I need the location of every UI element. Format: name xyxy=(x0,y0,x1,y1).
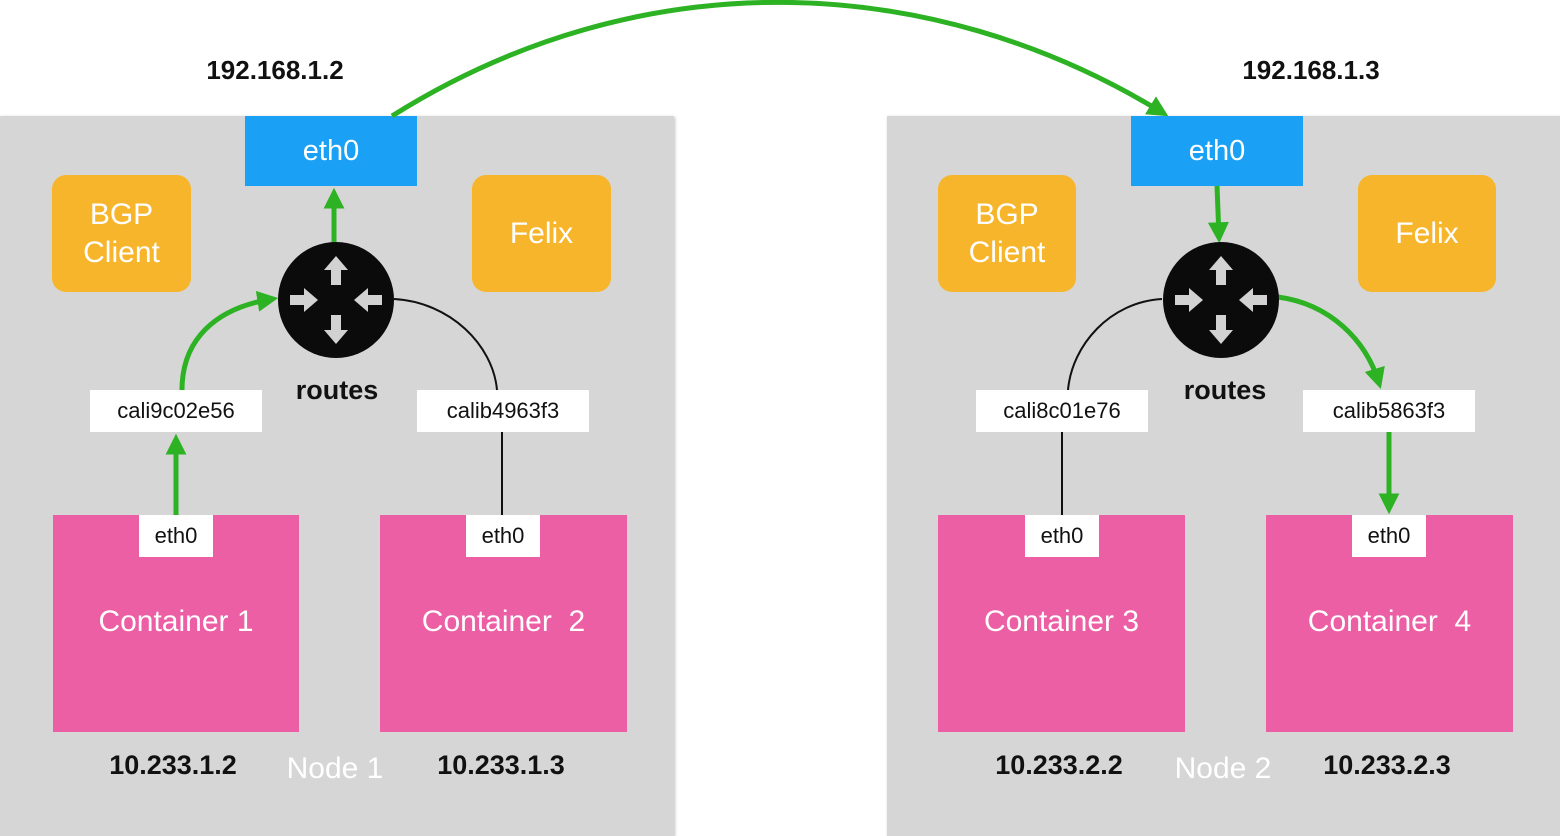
container-3-label: Container 3 xyxy=(983,605,1140,638)
container-2-label: Container 2 xyxy=(421,605,586,638)
node-1-veth-right: calib4963f3 xyxy=(417,390,589,432)
bgp-label-line2: Client xyxy=(83,235,160,269)
node-2-felix: Felix xyxy=(1358,175,1496,292)
node-2-veth-left: cali8c01e76 xyxy=(976,390,1148,432)
container-1-label: Container 1 xyxy=(98,605,254,638)
router-icon xyxy=(1163,242,1279,358)
node-1-router-to-veth-right-link xyxy=(393,298,498,391)
node-1-bgp-client: BGP Client xyxy=(52,175,191,292)
node-2-eth0: eth0 xyxy=(1131,116,1303,186)
node-2-router-to-veth-left-link xyxy=(1067,298,1163,391)
node-1-label: Node 1 xyxy=(286,752,384,785)
node-2-veth-right: calib5863f3 xyxy=(1303,390,1475,432)
inter-node-arrow xyxy=(390,0,1169,119)
container-4-eth0: eth0 xyxy=(1352,515,1426,557)
node-1-host-ip: 192.168.1.2 xyxy=(206,55,344,85)
node-2-label: Node 2 xyxy=(1174,752,1272,785)
node-2-router-to-veth-right-arrow xyxy=(1277,294,1385,390)
node-1-routes-label: routes xyxy=(295,375,379,405)
container-2-eth0: eth0 xyxy=(466,515,540,557)
container-2-ip: 10.233.1.3 xyxy=(437,750,565,780)
node-2-eth0-to-router-arrow xyxy=(1207,185,1229,244)
bgp-label-line1: BGP xyxy=(975,197,1039,231)
node-1-veth-left: cali9c02e56 xyxy=(90,390,262,432)
container-4: Container 4 xyxy=(1266,515,1513,732)
bgp-label-line1: BGP xyxy=(89,197,154,231)
container-4-label: Container 4 xyxy=(1307,605,1472,638)
router-icon xyxy=(278,242,394,358)
node-1-veth-left-to-router-arrow xyxy=(179,290,279,391)
container-1-eth0: eth0 xyxy=(139,515,213,557)
container-3-ip: 10.233.2.2 xyxy=(995,750,1123,780)
node-2-host-ip: 192.168.1.3 xyxy=(1242,55,1380,85)
node-2-routes-label: routes xyxy=(1183,375,1267,405)
container-3-eth0: eth0 xyxy=(1025,515,1099,557)
container-4-ip: 10.233.2.3 xyxy=(1323,750,1451,780)
node-1-felix: Felix xyxy=(472,175,611,292)
container-1-ip: 10.233.1.2 xyxy=(109,750,237,780)
node-1-eth0: eth0 xyxy=(245,116,417,186)
bgp-label-line2: Client xyxy=(968,235,1046,269)
node-2-bgp-client: BGP Client xyxy=(938,175,1076,292)
